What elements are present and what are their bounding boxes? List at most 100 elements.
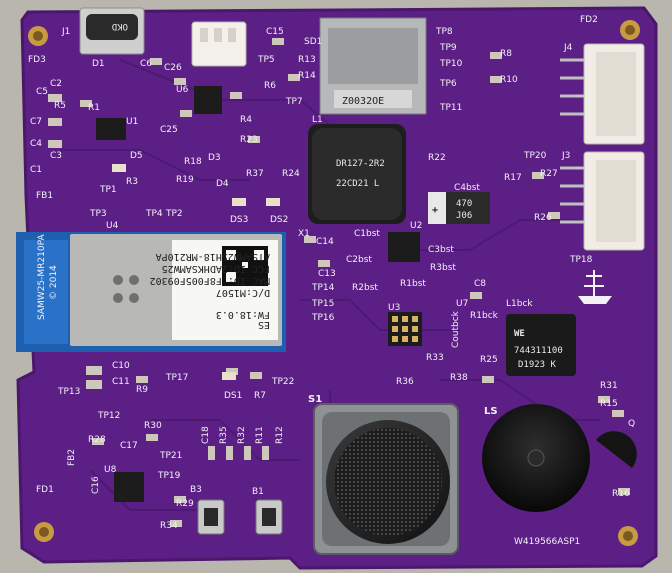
label-tp7: TP7 (285, 97, 303, 107)
label-tp17: TP17 (165, 373, 188, 383)
label-r32: R32 (237, 426, 247, 444)
label-r16: R16 (612, 489, 630, 499)
label-u6: U6 (176, 85, 189, 95)
label-r8: R8 (500, 49, 512, 59)
label-x1: X1 (298, 229, 310, 239)
label-c16: C16 (91, 476, 101, 494)
label-r34: R34 (160, 521, 178, 531)
inductor-l1bck: WE 744311100 D1923 K (506, 314, 576, 376)
label-c25: C25 (160, 125, 178, 135)
label-r9: R9 (136, 385, 148, 395)
joystick-s1 (313, 403, 459, 555)
label-r13: R13 (298, 55, 316, 65)
label-tp12: TP12 (97, 411, 120, 421)
label-r36: R36 (396, 377, 414, 387)
push-buttons (197, 499, 283, 535)
label-r6: R6 (264, 81, 276, 91)
inductor-l1-line1: DR127-2R2 (336, 159, 385, 169)
connector-top-white (191, 21, 247, 67)
label-ds3: DS3 (230, 215, 248, 225)
label-tp14: TP14 (311, 283, 335, 293)
label-coutbck: Coutbck (451, 310, 461, 348)
label-tp2: TP2 (165, 209, 183, 219)
label-fd3: FD3 (28, 55, 46, 65)
label-d3: D3 (208, 153, 221, 163)
ic-chips (96, 86, 422, 502)
leds (112, 164, 280, 380)
label-r1bck: R1bck (470, 311, 499, 321)
label-r1: R1 (88, 103, 100, 113)
label-l1: L1 (312, 115, 323, 125)
label-ls: LS (484, 406, 498, 417)
label-tp13: TP13 (57, 387, 80, 397)
label-tp15: TP15 (311, 299, 334, 309)
label-r28: R28 (88, 435, 106, 445)
label-j1: J1 (61, 27, 70, 37)
l1bck-logo: WE (514, 329, 525, 339)
label-tp5: TP5 (257, 55, 275, 65)
mounting-holes (28, 20, 640, 546)
label-r31: R31 (600, 381, 618, 391)
label-r15: R15 (600, 399, 618, 409)
buzzer-ls (482, 404, 590, 512)
connector-j3 (583, 151, 645, 251)
label-c10: C10 (112, 361, 130, 371)
label-j3: J3 (561, 151, 570, 161)
label-c5: C5 (36, 87, 48, 97)
label-c18: C18 (201, 426, 211, 444)
label-c15: C15 (266, 27, 284, 37)
label-r29: R29 (176, 499, 194, 509)
label-d1: D1 (92, 59, 105, 69)
label-r14: R14 (298, 71, 316, 81)
wifi-fw: FW:18.0.3 (216, 309, 270, 320)
label-fb1: FB1 (36, 191, 53, 201)
label-r11: R11 (255, 426, 265, 444)
label-b1: B1 (252, 487, 264, 497)
wifi-side-text: SAMW25-MR210PA (37, 234, 47, 320)
label-c2bst: C2bst (346, 255, 372, 265)
c4bst-line2: J06 (456, 211, 472, 221)
label-c6: C6 (140, 59, 152, 69)
label-r18: R18 (184, 157, 202, 167)
label-tp22: TP22 (271, 377, 294, 387)
label-fd2: FD2 (580, 15, 598, 25)
label-c4: C4 (30, 139, 42, 149)
transistor-q (596, 431, 637, 468)
label-tp10: TP10 (439, 59, 463, 69)
label-r38: R38 (450, 373, 468, 383)
l1bck-line2: D1923 K (518, 360, 557, 370)
label-c4bst: C4bst (454, 183, 480, 193)
wifi-model: ATSAMW25H18-MR210PA (156, 251, 270, 262)
label-ds2: DS2 (270, 215, 288, 225)
label-r35: R35 (219, 426, 229, 444)
inductor-l1-line2: 22CD21 L (336, 179, 379, 189)
wifi-module: SAMW25-MR210PA © 2014 ES FW:18.0.3 D/C:M… (16, 232, 286, 352)
label-r27: R27 (540, 169, 558, 179)
label-r37: R37 (246, 169, 264, 179)
label-r23: R23 (240, 135, 258, 145)
label-r22: R22 (428, 153, 446, 163)
label-c8: C8 (474, 279, 486, 289)
label-tp4: TP4 (145, 209, 163, 219)
label-r19: R19 (176, 175, 194, 185)
wifi-fcc: FCC ID:2ADHKSAMW25 (162, 263, 270, 274)
label-c17: C17 (120, 441, 138, 451)
label-tp20: TP20 (523, 151, 547, 161)
label-c3: C3 (50, 151, 62, 161)
label-u4: U4 (106, 221, 119, 231)
label-c14: C14 (316, 237, 334, 247)
label-r33: R33 (426, 353, 444, 363)
usb-connector-j1: OKD (79, 7, 145, 55)
pcb-edge (16, 6, 658, 570)
label-tp19: TP19 (157, 471, 181, 481)
silkscreen-labels: J1 FD3 D1 C6 C26 C15 SD1 TP8 TP9 TP10 TP… (28, 15, 635, 547)
label-c1bst: C1bst (354, 229, 380, 239)
label-c26: C26 (164, 63, 182, 73)
label-tp3: TP3 (89, 209, 107, 219)
svg-text:+: + (432, 205, 438, 216)
label-r17: R17 (504, 173, 522, 183)
label-c11: C11 (112, 377, 130, 387)
passive-components (48, 38, 630, 527)
